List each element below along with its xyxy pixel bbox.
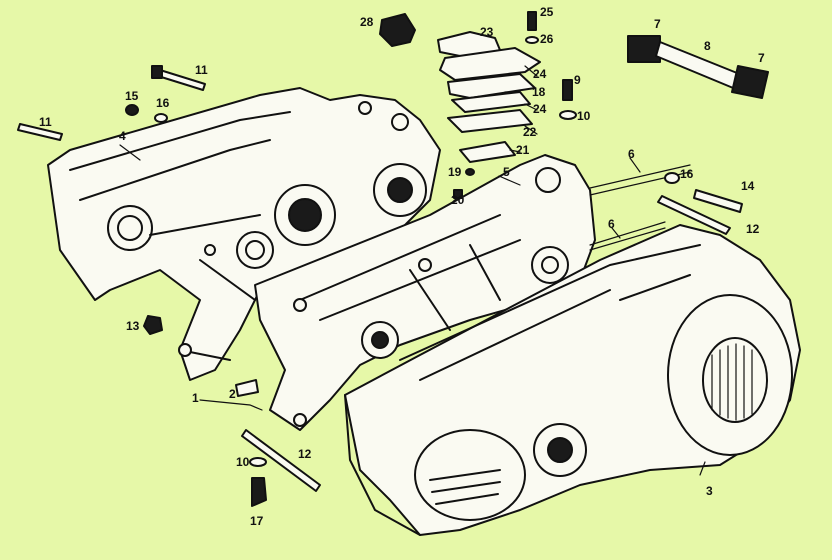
callout-24a: 24: [533, 67, 547, 81]
leader-lines: [119, 65, 706, 476]
callout-6a: 6: [628, 147, 635, 161]
callout-18: 18: [532, 85, 546, 99]
callout-16a: 16: [156, 96, 170, 110]
callout-11a: 11: [195, 63, 208, 77]
callout-11b: 11: [39, 115, 52, 129]
callout-5: 5: [503, 165, 510, 179]
callout-6b: 6: [608, 217, 615, 231]
callout-3: 3: [706, 484, 713, 498]
callout-21: 21: [516, 143, 530, 157]
callout-25: 25: [540, 5, 554, 19]
callout-23: 23: [480, 25, 494, 39]
small-parts: [17, 11, 769, 507]
callout-4: 4: [119, 129, 126, 143]
callout-15: 15: [125, 89, 139, 103]
callout-17: 17: [250, 514, 264, 528]
callout-1: 1: [192, 391, 199, 405]
left-crankcase-half: [47, 87, 441, 381]
callout-9: 9: [574, 73, 581, 87]
callout-10a: 10: [577, 109, 591, 123]
callout-12a: 12: [746, 222, 760, 236]
callout-16b: 16: [680, 167, 694, 181]
callout-7a: 7: [654, 17, 661, 31]
callout-10b: 10: [236, 455, 250, 469]
reed-valve-stack: [437, 31, 541, 163]
callout-26: 26: [540, 32, 554, 46]
callout-7b: 7: [758, 51, 765, 65]
engine-side-cover: [344, 224, 801, 536]
callout-20: 20: [451, 193, 465, 207]
callout-19: 19: [448, 165, 462, 179]
callout-22: 22: [523, 125, 537, 139]
callout-8: 8: [704, 39, 711, 53]
callout-12b: 12: [298, 447, 312, 461]
callout-24b: 24: [533, 102, 547, 116]
callout-13: 13: [126, 319, 140, 333]
callout-2: 2: [229, 387, 236, 401]
callout-28: 28: [360, 15, 374, 29]
callout-14: 14: [741, 179, 755, 193]
